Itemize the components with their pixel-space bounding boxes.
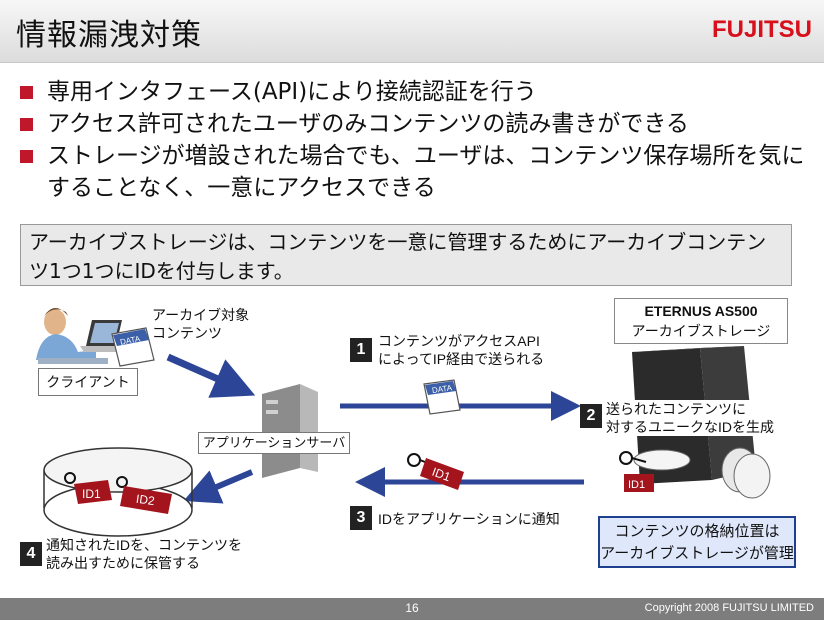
step-number-3: 3	[350, 506, 372, 530]
step-1-line1: コンテンツがアクセスAPI	[378, 333, 540, 349]
client-person-icon	[36, 308, 108, 364]
data-tag-label: DATA	[431, 383, 453, 395]
bullet-text: 専用インタフェース(API)により接続認証を行う	[47, 79, 537, 105]
id-tag-label: ID1	[82, 487, 101, 501]
arrow-client-to-server	[166, 353, 256, 398]
bullet-item: 専用インタフェース(API)により接続認証を行う	[20, 76, 810, 108]
bullet-square-icon	[20, 86, 33, 99]
step-4-text: 通知されたIDを、コンテンツを 読み出すために保管する	[46, 536, 242, 572]
page-title: 情報漏洩対策	[16, 18, 202, 53]
id-tag-label: ID1	[628, 479, 645, 491]
client-storage-tray-icon	[43, 447, 193, 537]
title-bar: 情報漏洩対策 FUJITSU	[0, 0, 824, 63]
app-server-label: アプリケーションサーバ	[198, 432, 350, 454]
step-2-line1: 送られたコンテンツに	[606, 401, 746, 417]
data-tag-label: DATA	[119, 334, 141, 346]
step-4-line2: 読み出すために保管する	[46, 555, 200, 571]
client-label: クライアント	[38, 368, 138, 396]
callout-box: アーカイブストレージは、コンテンツを一意に管理するためにアーカイブコンテンツ1つ…	[20, 224, 792, 286]
eternus-title: ETERNUS AS500	[644, 303, 758, 319]
bullet-square-icon	[20, 150, 33, 163]
fujitsu-logo: FUJITSU	[711, 16, 812, 43]
step-4-line1: 通知されたIDを、コンテンツを	[46, 537, 242, 553]
note-line2: アーカイブストレージが管理	[600, 545, 794, 562]
bullet-text: アクセス許可されたユーザのみコンテンツの読み書きができる	[47, 111, 689, 137]
copyright-text: Copyright 2008 FUJITSU LIMITED	[644, 602, 814, 614]
bullet-item: ストレージが増設された場合でも、ユーザは、コンテンツ保存場所を気にすることなく、…	[20, 140, 810, 204]
id-tag-label: ID2	[135, 492, 156, 509]
id-key-icon: ID1	[619, 451, 654, 492]
step-1-line2: によってIP経由で送られる	[378, 351, 545, 367]
laptop-icon	[80, 320, 124, 352]
bullet-text: ストレージが増設された場合でも、ユーザは、コンテンツ保存場所を気にすることなく、…	[47, 143, 805, 201]
data-document-icon: DATA	[423, 379, 461, 415]
id-tag-label: ID1	[430, 465, 453, 485]
id-key-icon: ID1	[407, 453, 464, 490]
archive-target-label: アーカイブ対象 コンテンツ	[152, 307, 250, 341]
storage-note-box: コンテンツの格納位置は アーカイブストレージが管理	[598, 516, 796, 568]
step-number-2: 2	[580, 404, 602, 428]
id-key-icon: ID1	[64, 472, 112, 504]
step-number-1: 1	[350, 338, 372, 362]
step-1-text: コンテンツがアクセスAPI によってIP経由で送られる	[378, 332, 544, 368]
bullet-item: アクセス許可されたユーザのみコンテンツの読み書きができる	[20, 108, 810, 140]
disk-stack-icon	[633, 447, 771, 499]
bullet-square-icon	[20, 118, 33, 131]
step-2-text: 送られたコンテンツに 対するユニークなIDを生成	[606, 400, 774, 436]
app-server-icon	[262, 384, 318, 478]
bullet-list: 専用インタフェース(API)により接続認証を行う アクセス許可されたユーザのみコ…	[20, 76, 810, 204]
eternus-label-box: ETERNUS AS500 アーカイブストレージ	[614, 298, 788, 344]
step-3-text: IDをアプリケーションに通知	[378, 511, 560, 527]
eternus-subtitle: アーカイブストレージ	[631, 323, 771, 339]
step-2-line2: 対するユニークなIDを生成	[606, 419, 774, 435]
page-number: 16	[405, 601, 419, 615]
id-key-icon: ID2	[116, 476, 172, 514]
arrow-server-to-client	[183, 469, 254, 504]
footer-bar: 16 Copyright 2008 FUJITSU LIMITED	[0, 598, 824, 620]
note-line1: コンテンツの格納位置は	[614, 523, 780, 540]
step-number-4: 4	[20, 542, 42, 566]
data-document-icon: DATA	[111, 327, 155, 367]
